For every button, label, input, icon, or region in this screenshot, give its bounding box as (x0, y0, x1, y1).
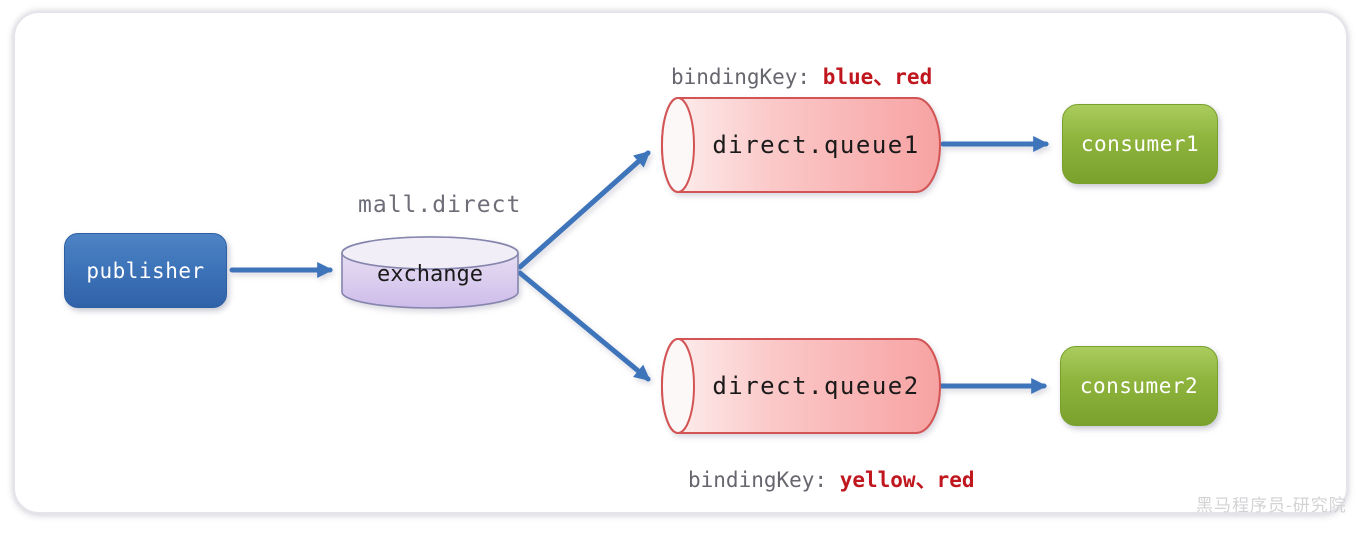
queue2-label: direct.queue2 (712, 372, 920, 400)
consumer2-label: consumer2 (1079, 374, 1199, 398)
binding-key-prefix-queue1: bindingKey: (671, 65, 823, 89)
arrow-exchange-to-queue2 (517, 270, 651, 382)
binding-key-prefix-queue2: bindingKey: (688, 468, 840, 492)
watermark-text: 黑马程序员-研究院 (1196, 496, 1347, 516)
queue1-cylinder (661, 97, 941, 193)
queue2-cylinder (661, 338, 941, 434)
consumer2-box: consumer2 (1060, 346, 1218, 426)
exchange-label: exchange (377, 261, 483, 287)
publisher-box: publisher (64, 233, 227, 308)
arrow-exchange-to-queue1 (517, 150, 651, 270)
consumer1-box: consumer1 (1062, 104, 1218, 184)
queue1-cylinder-open-rim (661, 97, 695, 193)
binding-key-values-queue1: blue、red (822, 65, 933, 89)
exchange-name-label: mall.direct (358, 192, 522, 218)
binding-key-values-queue2: yellow、red (839, 468, 975, 492)
queue1-label: direct.queue1 (712, 131, 920, 159)
publisher-label: publisher (86, 258, 205, 283)
consumer1-label: consumer1 (1080, 132, 1200, 156)
exchange-cylinder-top-rim (341, 236, 519, 270)
queue2-cylinder-open-rim (661, 338, 695, 434)
exchange-cylinder (341, 236, 519, 309)
binding-key-label-queue1: bindingKey: blue、red (671, 61, 932, 91)
binding-key-label-queue2: bindingKey: yellow、red (688, 464, 975, 494)
